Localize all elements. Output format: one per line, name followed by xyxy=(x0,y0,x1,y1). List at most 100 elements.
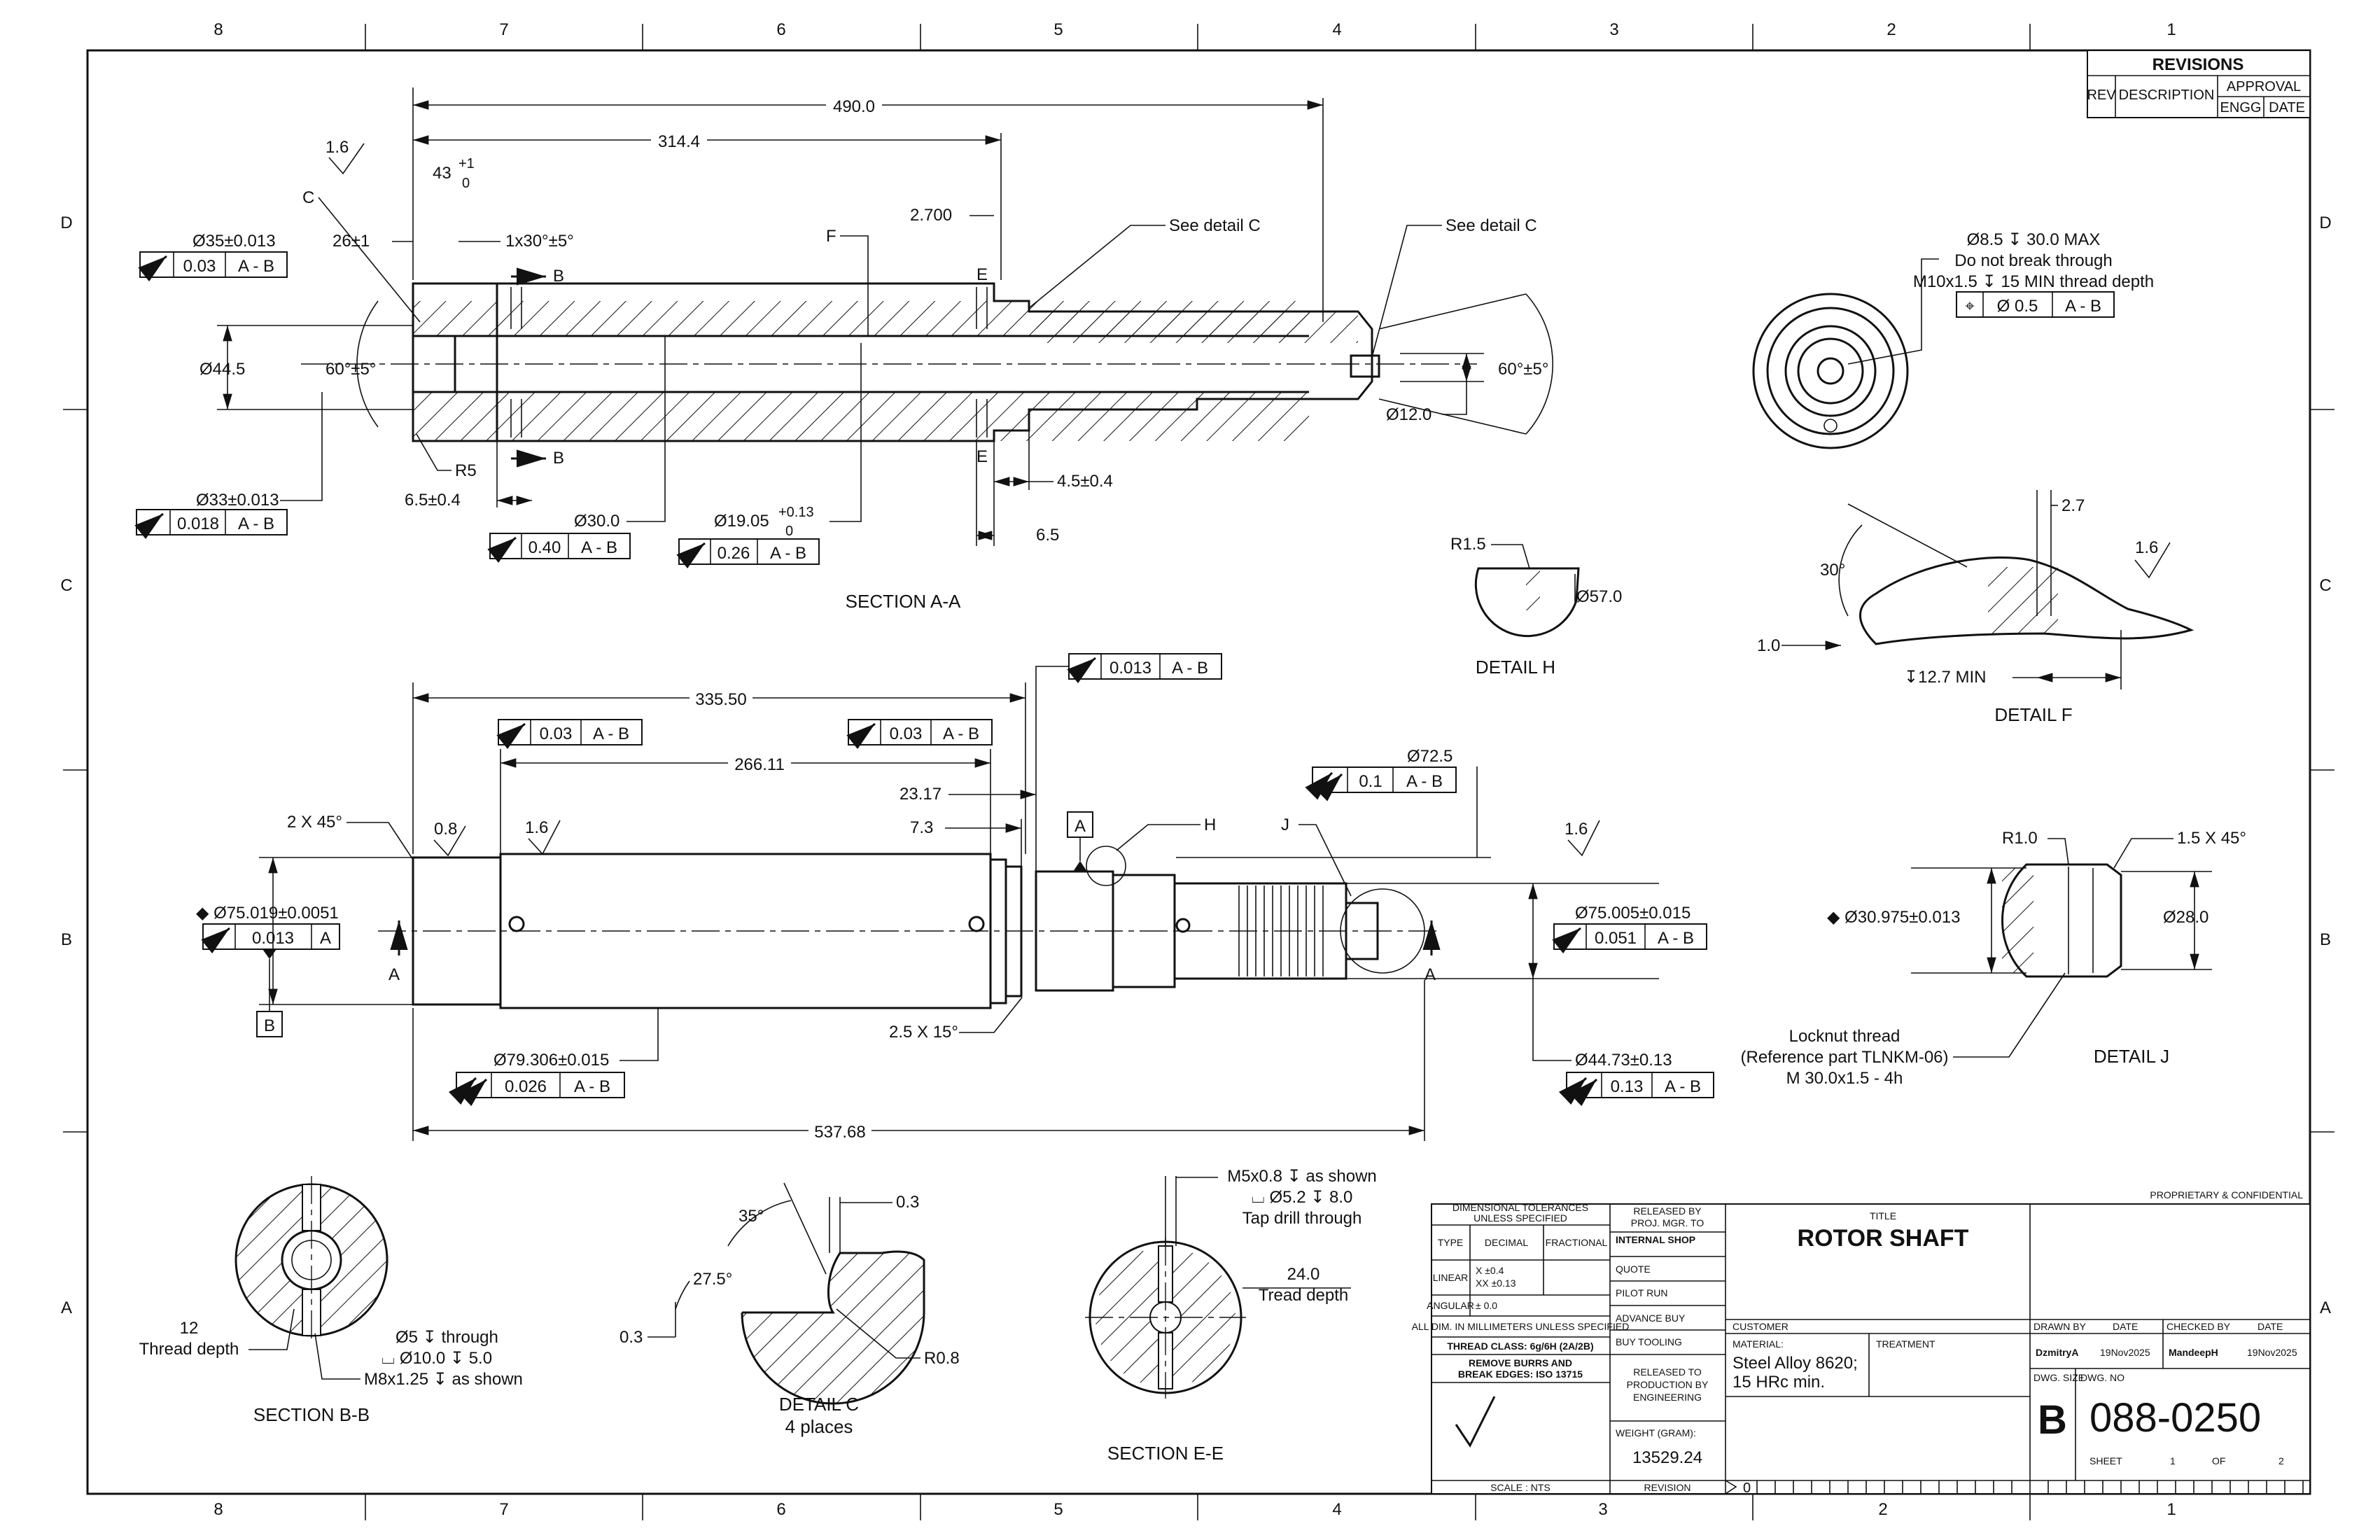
detail-h-title: DETAIL H xyxy=(1476,657,1555,678)
zone-row-d: D xyxy=(60,214,72,232)
tb-linear: LINEAR xyxy=(1433,1272,1469,1283)
fcf-end-view: ⌖ Ø 0.5 A - B xyxy=(1956,291,2115,318)
detail-j-title: DETAIL J xyxy=(2094,1046,2169,1067)
fcf-dia-19-05-datum: A - B xyxy=(770,544,806,563)
dim-dia-19-05: Ø19.05 xyxy=(714,512,769,531)
fcf-dia-35: 0.03 A - B xyxy=(138,251,288,282)
tb-material-label: MATERIAL: xyxy=(1732,1338,1784,1350)
zone-row-a: A xyxy=(61,1298,72,1317)
dim-43: 43 xyxy=(433,164,451,183)
zone-row-c-right: C xyxy=(2319,576,2331,595)
fcf-end-view-datum: A - B xyxy=(2065,297,2101,316)
section-bb: 12 Thread depth Ø5 ↧ through ⌴ Ø10.0 ↧ 5… xyxy=(139,1176,523,1425)
roughness-16-aa: 1.6 xyxy=(326,138,349,157)
dim-r1-5: R1.5 xyxy=(1450,535,1486,554)
detail-j-note-1: Locknut thread xyxy=(1789,1027,1900,1046)
section-bb-note-1: Ø5 ↧ through xyxy=(396,1328,498,1347)
tb-internal-shop: INTERNAL SHOP xyxy=(1616,1234,1695,1245)
chamfer-2-5x15: 2.5 X 15° xyxy=(889,1023,958,1042)
fcf-dia-33-datum: A - B xyxy=(238,514,274,533)
fcf-main-top-3: 0.013 A - B xyxy=(1067,653,1222,684)
fcf-dia-35-tol: 0.03 xyxy=(183,257,216,276)
label-b-top: B xyxy=(553,267,564,286)
tb-sheet-label: SHEET xyxy=(2090,1455,2122,1466)
tb-buy-tooling: BUY TOOLING xyxy=(1616,1336,1682,1348)
chamfer-1-5x45: 1.5 X 45° xyxy=(2177,829,2246,848)
zone-row-b: B xyxy=(61,930,72,949)
dim-angle-60-left: 60°±5° xyxy=(326,360,376,379)
zone-row-b-right: B xyxy=(2320,930,2331,949)
detail-c-title: DETAIL C xyxy=(779,1394,859,1415)
drawing-title: ROTOR SHAFT xyxy=(1798,1225,1969,1252)
fcf-dia-72-5: 0.1 A - B xyxy=(1305,766,1457,802)
tb-linear-xx: XX ±0.13 xyxy=(1476,1278,1516,1289)
tb-pilot-run: PILOT RUN xyxy=(1616,1287,1667,1298)
tb-dim-tol: DIMENSIONAL TOLERANCES xyxy=(1452,1202,1588,1213)
dim-335-50: 335.50 xyxy=(695,690,746,709)
section-bb-note-3: M8x1.25 ↧ as shown xyxy=(364,1370,523,1389)
fcf-dia-75-005-datum: A - B xyxy=(1658,929,1694,948)
dim-12: 12 xyxy=(180,1319,199,1338)
detail-c: 35° 27.5° 0.3 0.3 R0.8 DETAIL C 4 places xyxy=(620,1182,960,1437)
tb-checked-date: 19Nov2025 xyxy=(2247,1347,2297,1358)
note-tread-depth: Tread depth xyxy=(1259,1286,1349,1305)
zone-col-5: 5 xyxy=(1054,20,1063,39)
tb-production-by: PRODUCTION BY xyxy=(1627,1379,1709,1390)
tb-fractional: FRACTIONAL xyxy=(1546,1237,1608,1248)
detail-f-title: DETAIL F xyxy=(1994,704,2072,725)
fcf-main-top-3-datum: A - B xyxy=(1172,659,1208,678)
roughness-0-8: 0.8 xyxy=(434,820,457,839)
fcf-dia-72-5-datum: A - B xyxy=(1406,772,1443,791)
section-ee-note-2: ⌴ Ø5.2 ↧ 8.0 xyxy=(1252,1188,1353,1207)
engg-column: ENGG xyxy=(2220,100,2262,115)
datum-b: B xyxy=(264,1016,275,1035)
fcf-dia-79-306-tol: 0.026 xyxy=(505,1077,547,1096)
tb-title-label: TITLE xyxy=(1870,1210,1896,1222)
dim-43-tol-lo: 0 xyxy=(462,176,470,191)
tb-weight: 13529.24 xyxy=(1632,1448,1702,1467)
dim-1-0: 1.0 xyxy=(1757,636,1780,655)
section-ee-title: SECTION E-E xyxy=(1107,1443,1224,1464)
end-view: Ø8.5 ↧ 30.0 MAX Do not break through M10… xyxy=(1752,230,2154,449)
dim-r0-8: R0.8 xyxy=(924,1349,960,1368)
dim-24: 24.0 xyxy=(1287,1265,1320,1284)
main-view-annotations: 335.50 266.11 0.03 A - B 0.03 A - B 0.01… xyxy=(196,653,1714,1142)
end-view-note-2: Do not break through xyxy=(1954,251,2112,270)
dim-angle-35: 35° xyxy=(738,1207,764,1226)
tb-revision-value: 0 xyxy=(1743,1480,1751,1496)
fcf-dia-79-306: 0.026 A - B xyxy=(448,1072,625,1107)
zone-labels: 8 7 6 5 4 3 2 1 8 7 6 5 4 3 2 1 D C B A … xyxy=(60,20,2331,1519)
zone-col-8-bottom: 8 xyxy=(214,1500,223,1519)
zone-col-2: 2 xyxy=(1886,20,1896,39)
end-view-note-1: Ø8.5 ↧ 30.0 MAX xyxy=(1967,230,2101,249)
tb-dwg-size-label: DWG. SIZE xyxy=(2033,1372,2085,1383)
dim-26: 26±1 xyxy=(332,232,370,251)
fcf-main-top-3-tol: 0.013 xyxy=(1110,659,1152,678)
tb-break-edges: BREAK EDGES: ISO 13715 xyxy=(1458,1368,1583,1380)
tb-drawn-name: DzmitryA xyxy=(2036,1347,2078,1358)
detail-f: 2.7 1.6 30° 1.0 ↧12.7 MIN DETAIL F xyxy=(1757,490,2194,725)
section-a-right: A xyxy=(1424,965,1436,984)
tb-material-2: 15 HRc min. xyxy=(1732,1373,1825,1392)
zone-col-6: 6 xyxy=(776,20,785,39)
detail-j-note-3: M 30.0x1.5 - 4h xyxy=(1786,1069,1903,1088)
section-aa-dimensions: 490.0 314.4 43 +1 0 1.6 C 26±1 1x30°±5° … xyxy=(134,88,1553,612)
label-e-bottom: E xyxy=(976,447,988,466)
tb-unless: UNLESS SPECIFIED xyxy=(1474,1212,1567,1224)
dim-chamfer-1x30: 1x30°±5° xyxy=(505,232,574,251)
dim-dia-44: Ø44.5 xyxy=(200,360,245,379)
dim-43-tol-up: +1 xyxy=(458,156,475,172)
tb-treatment: TREATMENT xyxy=(1876,1338,1935,1350)
tb-remove-burrs: REMOVE BURRS AND xyxy=(1469,1357,1572,1368)
section-bb-note-2: ⌴ Ø10.0 ↧ 5.0 xyxy=(382,1349,492,1368)
section-ee: M5x0.8 ↧ as shown ⌴ Ø5.2 ↧ 8.0 Tap drill… xyxy=(1085,1167,1377,1464)
dim-0-3-a: 0.3 xyxy=(896,1193,919,1212)
section-ee-note-3: Tap drill through xyxy=(1242,1209,1362,1228)
dim-r1-0: R1.0 xyxy=(2002,829,2038,848)
fcf-dia-30-tol: 0.40 xyxy=(528,538,561,557)
fcf-dia-30-datum: A - B xyxy=(581,538,617,557)
tb-thread-class: THREAD CLASS: 6g/6H (2A/2B) xyxy=(1447,1340,1593,1352)
proprietary-notice: PROPRIETARY & CONFIDENTIAL xyxy=(2150,1189,2303,1200)
tb-of-label: OF xyxy=(2212,1455,2225,1466)
